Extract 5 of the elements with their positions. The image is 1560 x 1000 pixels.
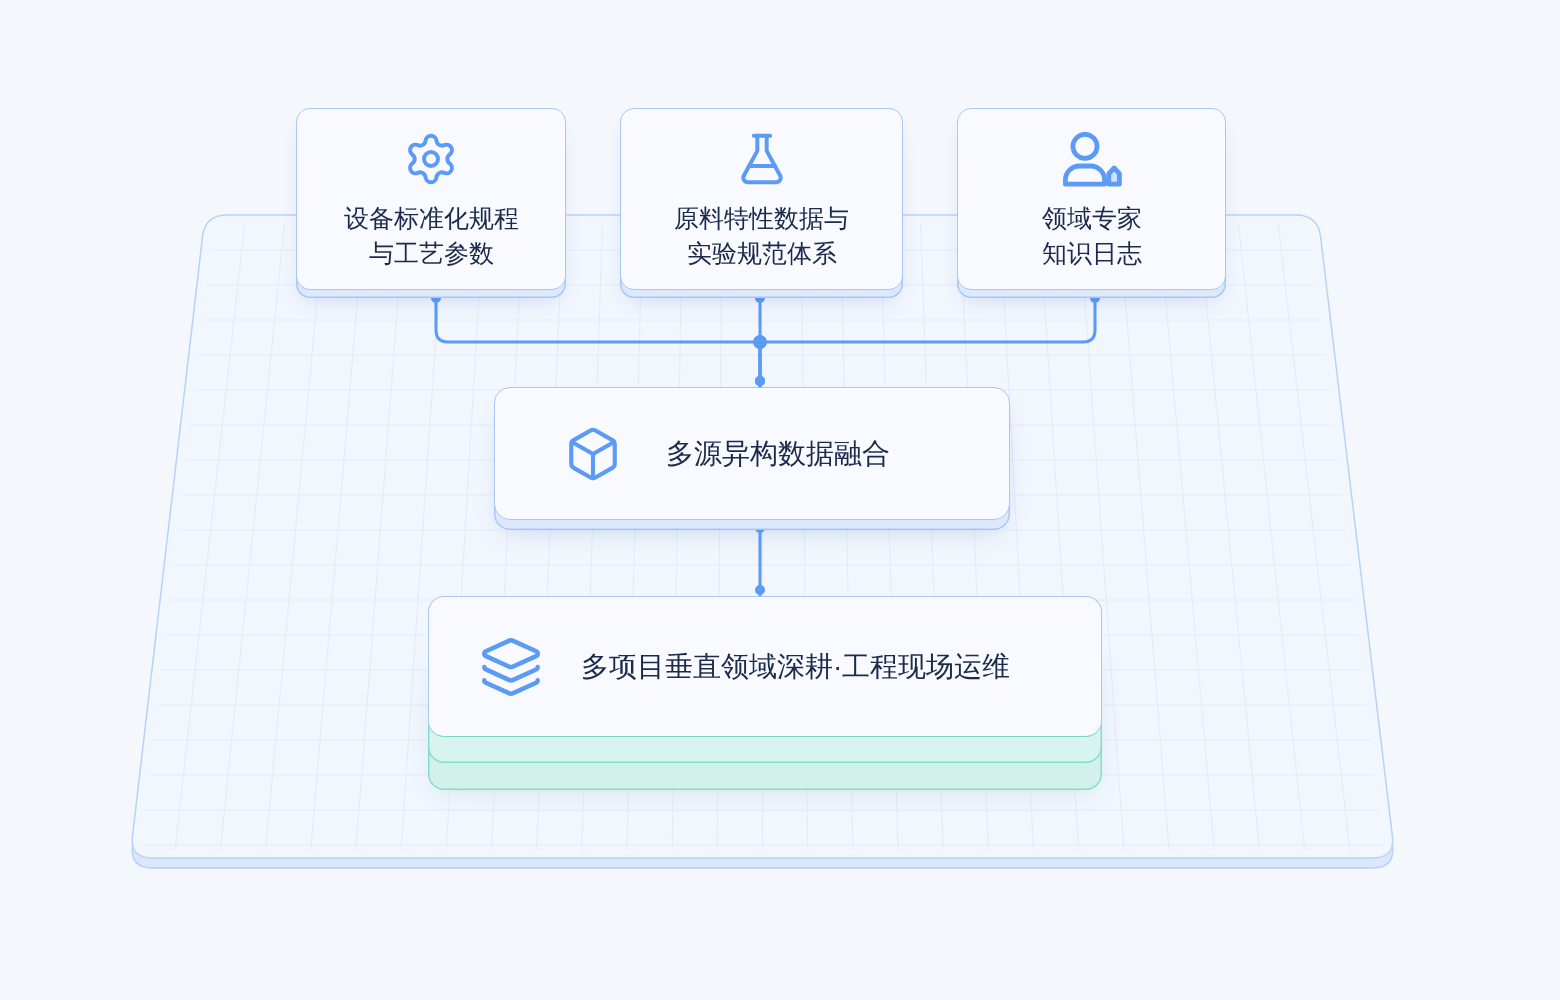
node-label: 原料特性数据与实验规范体系 — [673, 203, 850, 269]
node-label: 领域专家知识日志 — [1040, 203, 1143, 269]
node-label: 多源异构数据融合 — [666, 436, 890, 471]
node-label: 多项目垂直领域深耕·工程现场运维 — [581, 649, 1011, 684]
node-label: 设备标准化规程与工艺参数 — [342, 203, 520, 269]
